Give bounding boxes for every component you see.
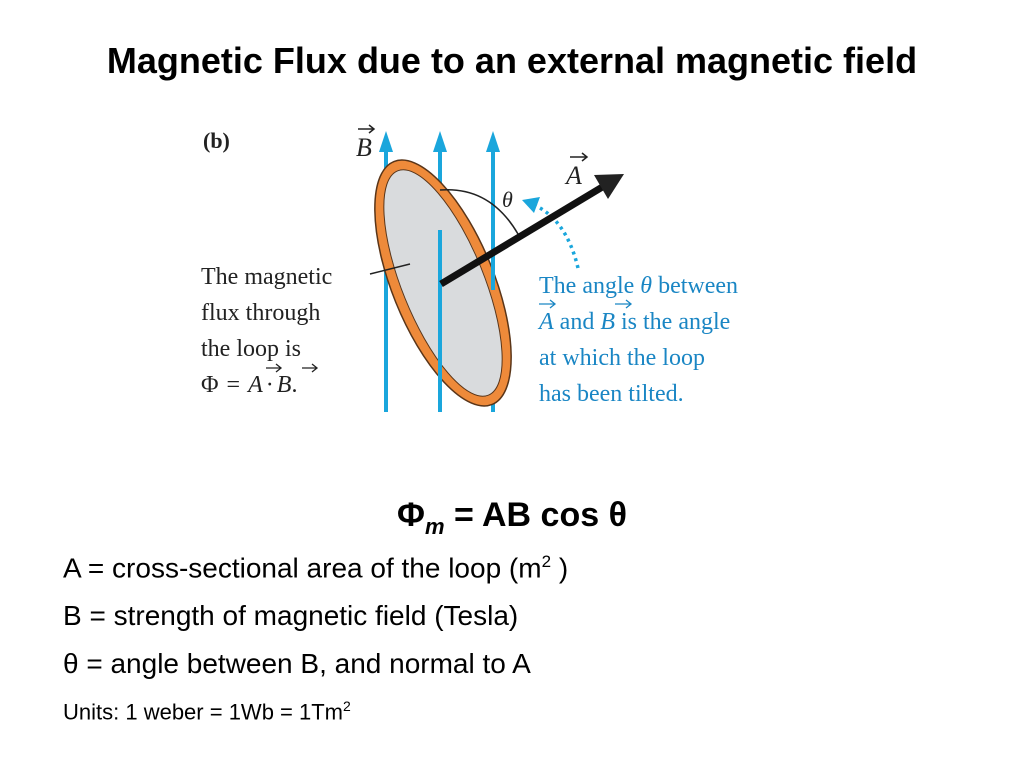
flux-formula-b: B xyxy=(277,372,292,398)
definition-angle: θ = angle between B, and normal to A xyxy=(63,648,531,679)
flux-formula: Φ =A·B. xyxy=(201,372,297,398)
field-line-middle-arrowhead xyxy=(433,131,447,152)
units-sup: 2 xyxy=(343,698,351,714)
flux-equation: Φm = AB cos θ xyxy=(0,496,1024,540)
definition-area-close: ) xyxy=(551,552,569,584)
angle-caption-a: A xyxy=(537,309,554,335)
field-line-left-arrowhead xyxy=(379,131,393,152)
angle-caption-line-2: A and B is the angle xyxy=(537,309,730,335)
a-label: A xyxy=(564,161,582,190)
flux-caption-line-2: flux through xyxy=(201,300,320,326)
definition-area: A = cross-sectional area of the loop (m2… xyxy=(63,552,568,584)
angle-caption-pre: The angle xyxy=(539,273,640,299)
flux-caption: The magnetic flux through the loop is Φ =… xyxy=(201,264,332,398)
loop-rim-outline xyxy=(374,159,512,407)
magnetic-flux-diagram: (b) θ B A The magnetic flux throu xyxy=(201,124,738,412)
angle-caption-theta: θ xyxy=(640,273,652,299)
area-vector-arrowhead xyxy=(594,174,624,199)
b-label-vector-arrow xyxy=(358,124,376,134)
tilt-arrowhead xyxy=(522,197,540,213)
definition-area-text: A = cross-sectional area of the loop (m xyxy=(63,552,542,584)
panel-label: (b) xyxy=(203,128,230,153)
angle-caption-is-the-angle: is the angle xyxy=(615,309,730,335)
angle-caption-a-arrow xyxy=(539,299,557,309)
flux-caption-line-3: the loop is xyxy=(201,336,301,362)
flux-equation-phi: Φ xyxy=(397,496,425,534)
angle-caption-b-arrow xyxy=(615,299,633,309)
flux-formula-phi: Φ xyxy=(201,372,219,398)
definition-area-sup: 2 xyxy=(541,552,552,571)
b-label: B xyxy=(356,133,372,162)
flux-formula-dot: · xyxy=(266,372,274,398)
angle-caption-and: and xyxy=(554,309,601,335)
definition-field-strength: B = strength of magnetic field (Tesla) xyxy=(63,600,519,631)
angle-caption-line-3: at which the loop xyxy=(539,345,705,371)
loop-rim-inner-outline xyxy=(383,169,503,397)
flux-formula-a: A xyxy=(246,372,263,398)
tilt-arrow xyxy=(531,202,580,269)
theta-arc xyxy=(439,188,519,235)
angle-caption-b: B xyxy=(600,309,615,335)
angle-caption-line-4: has been tilted. xyxy=(539,381,684,407)
theta-label: θ xyxy=(502,187,513,212)
b-vector-label: B xyxy=(356,124,376,162)
flux-equation-rhs: = AB cos θ xyxy=(444,496,627,534)
flux-caption-leader xyxy=(369,263,411,275)
area-vector xyxy=(439,183,606,287)
flux-formula-eq: = xyxy=(227,372,241,398)
units-text: Units: 1 weber = 1Wb = 1Tm xyxy=(63,699,343,725)
flux-equation-subscript: m xyxy=(424,513,445,539)
a-label-vector-arrow xyxy=(570,152,589,162)
flux-formula-b-arrow xyxy=(302,363,319,373)
flux-formula-a-arrow xyxy=(266,363,283,373)
a-vector-label: A xyxy=(564,152,589,190)
angle-caption-line-1: The angle θ between xyxy=(539,273,738,299)
slide-title: Magnetic Flux due to an external magneti… xyxy=(106,40,918,81)
flux-formula-end: . xyxy=(291,372,297,398)
angle-caption-between: between xyxy=(652,273,738,299)
flux-caption-line-1: The magnetic xyxy=(201,264,332,290)
angle-caption: The angle θ between A and B is the angle… xyxy=(537,273,738,407)
units-note: Units: 1 weber = 1Wb = 1Tm2 xyxy=(63,698,351,725)
